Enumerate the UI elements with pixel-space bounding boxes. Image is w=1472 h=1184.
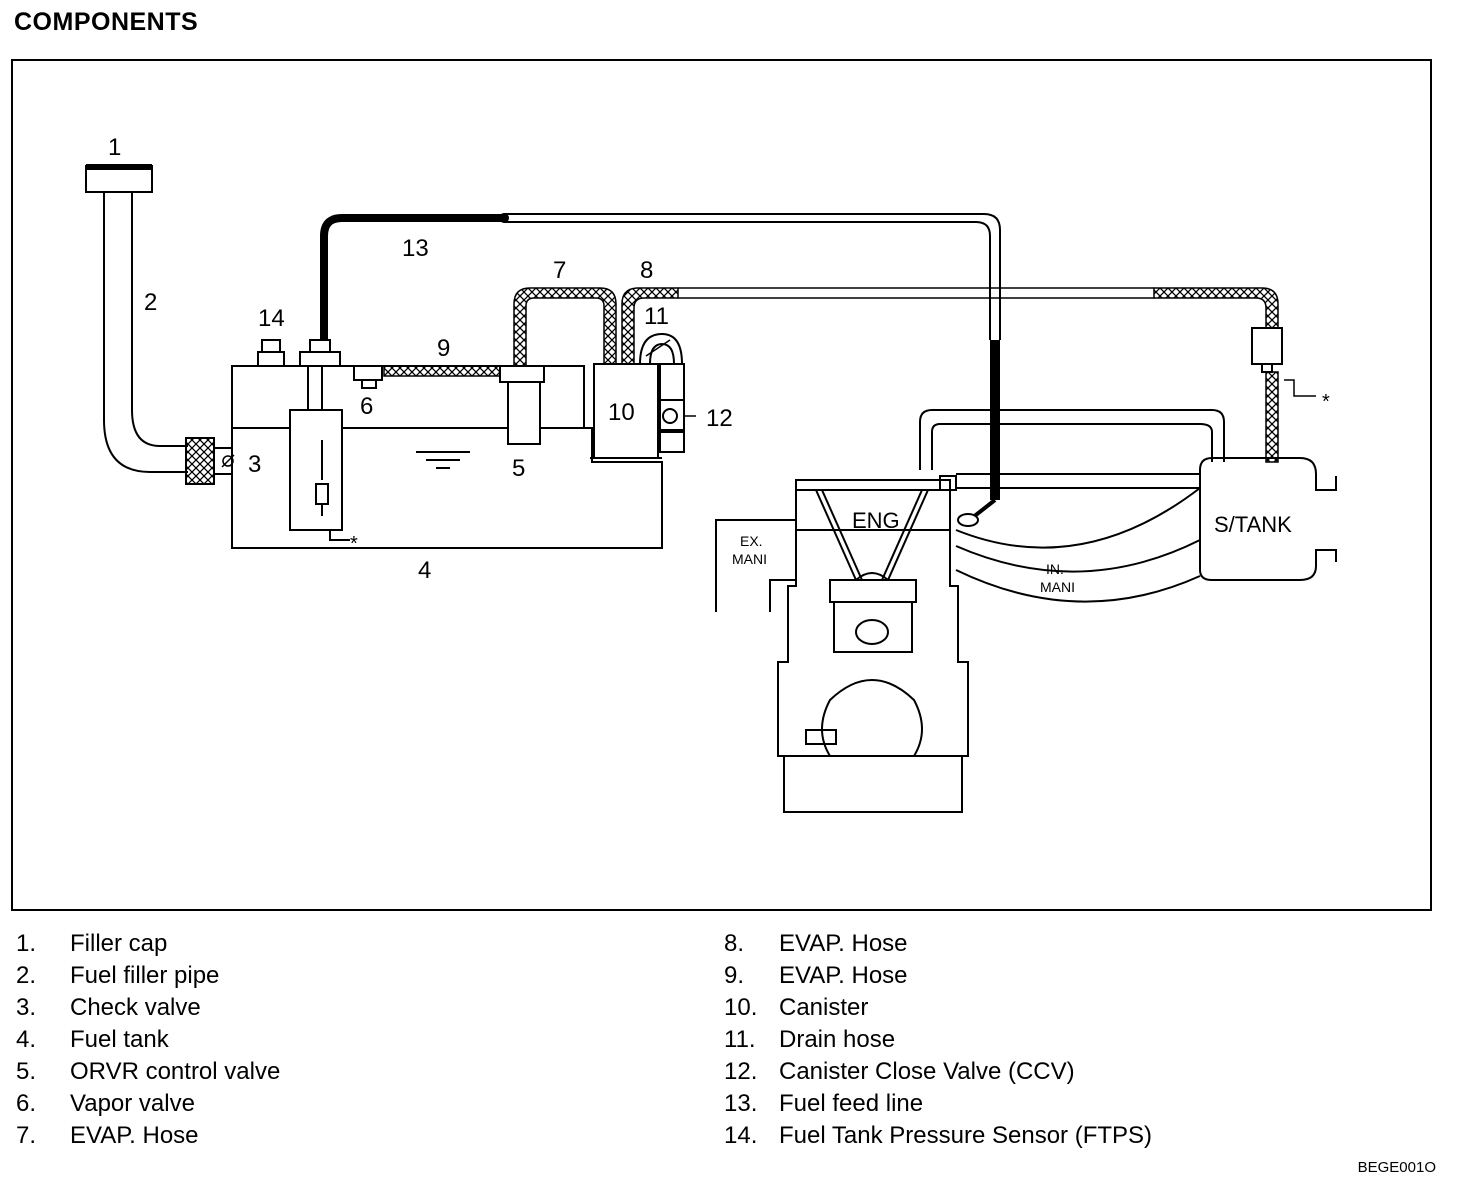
filler-cap: [85, 164, 153, 193]
callout-4: 4: [418, 557, 431, 584]
legend-item: 9. EVAP. Hose: [724, 960, 1152, 992]
legend-number: 10.: [724, 994, 758, 1021]
callout-8: 8: [640, 257, 653, 284]
exhaust-manifold: [715, 519, 796, 612]
legend-number: 12.: [724, 1058, 758, 1085]
legend-label: Drain hose: [779, 1026, 896, 1053]
legend-item: 13. Fuel feed line: [724, 1088, 1152, 1120]
legend-label: Check valve: [70, 994, 201, 1021]
legend-item: 2. Fuel filler pipe: [16, 960, 280, 992]
fuel-filler-pipe: [103, 192, 188, 473]
callout-13: 13: [402, 235, 429, 262]
engine: [777, 479, 969, 813]
orvr-control-valve: [499, 365, 545, 445]
legend-item: 5. ORVR control valve: [16, 1056, 280, 1088]
ftps-sensor: [257, 339, 285, 367]
legend-item: 11. Drain hose: [724, 1024, 1152, 1056]
label-ex-mani-1: EX.: [740, 533, 763, 549]
label-s-tank: S/TANK: [1214, 512, 1292, 537]
legend-right: 8. EVAP. Hose 9. EVAP. Hose 10. Canister 11…: [724, 928, 1152, 1152]
intake-manifold: [939, 473, 1201, 603]
surge-tank: [919, 409, 1337, 581]
legend-item: 10. Canister: [724, 992, 1152, 1024]
legend-label: Filler cap: [70, 930, 168, 957]
legend-number: 11.: [724, 1026, 756, 1053]
canister-close-valve: [659, 363, 685, 453]
callout-6: 6: [360, 393, 373, 420]
asterisk-tank: *: [350, 533, 358, 555]
legend-label: Canister: [779, 994, 869, 1021]
legend-label: EVAP. Hose: [779, 930, 908, 957]
legend-number: 3.: [16, 994, 37, 1021]
purge-line: [1251, 327, 1316, 463]
legend-left: 1. Filler cap 2. Fuel filler pipe 3. Check …: [16, 928, 280, 1152]
legend-number: 9.: [724, 962, 745, 989]
callout-11: 11: [644, 303, 669, 330]
vapor-valve: [353, 365, 383, 389]
figure-code: BEGE001O: [1357, 1159, 1436, 1176]
fuel-pump-module: [289, 366, 350, 541]
check-valve: [185, 437, 235, 485]
callout-3: 3: [248, 451, 261, 478]
legend-item: 6. Vapor valve: [16, 1088, 280, 1120]
callout-5: 5: [512, 455, 525, 482]
label-eng: ENG: [852, 508, 900, 533]
drain-hose: [639, 332, 683, 365]
legend-number: 14.: [724, 1122, 758, 1149]
legend-number: 4.: [16, 1026, 37, 1053]
legend-item: 4. Fuel tank: [16, 1024, 280, 1056]
evap-hose-7: [513, 287, 617, 367]
legend-item: 8. EVAP. Hose: [724, 928, 1152, 960]
legend-item: 1. Filler cap: [16, 928, 280, 960]
legend-label: ORVR control valve: [70, 1058, 281, 1085]
legend-label: Vapor valve: [70, 1090, 195, 1117]
legend-number: 7.: [16, 1122, 37, 1149]
legend-label: Canister Close Valve (CCV): [779, 1058, 1075, 1085]
diagram-frame: [11, 59, 1432, 911]
callout-2: 2: [144, 289, 157, 316]
legend-label: EVAP. Hose: [779, 962, 908, 989]
legend-label: Fuel filler pipe: [70, 962, 220, 989]
legend-number: 6.: [16, 1090, 37, 1117]
legend-number: 1.: [16, 930, 37, 957]
legend-label: Fuel tank: [70, 1026, 169, 1053]
legend-label: Fuel feed line: [779, 1090, 924, 1117]
legend-number: 5.: [16, 1058, 37, 1085]
legend-label: Fuel Tank Pressure Sensor (FTPS): [779, 1122, 1153, 1149]
fuel-line-connector: [299, 339, 341, 367]
legend-label: EVAP. Hose: [70, 1122, 199, 1149]
legend-number: 8.: [724, 930, 745, 957]
callout-10: 10: [608, 399, 635, 426]
legend-item: 3. Check valve: [16, 992, 280, 1024]
callout-12: 12: [706, 405, 733, 432]
legend-item: 14. Fuel Tank Pressure Sensor (FTPS): [724, 1120, 1152, 1152]
page-title: COMPONENTS: [14, 8, 199, 36]
legend-number: 2.: [16, 962, 37, 989]
callout-7: 7: [553, 257, 566, 284]
canister: [590, 363, 662, 459]
label-ex-mani-2: MANI: [732, 551, 767, 567]
evap-hose-9: [383, 365, 501, 377]
legend-item: 12. Canister Close Valve (CCV): [724, 1056, 1152, 1088]
asterisk-purge: *: [1322, 391, 1330, 413]
callout-9: 9: [437, 335, 450, 362]
label-in-mani-2: MANI: [1040, 579, 1075, 595]
label-in-mani-1: IN.: [1046, 561, 1064, 577]
evap-hose-8: [621, 287, 1279, 367]
legend-item: 7. EVAP. Hose: [16, 1120, 280, 1152]
legend-number: 13.: [724, 1090, 758, 1117]
callout-14: 14: [258, 305, 285, 332]
callout-1: 1: [108, 134, 121, 161]
